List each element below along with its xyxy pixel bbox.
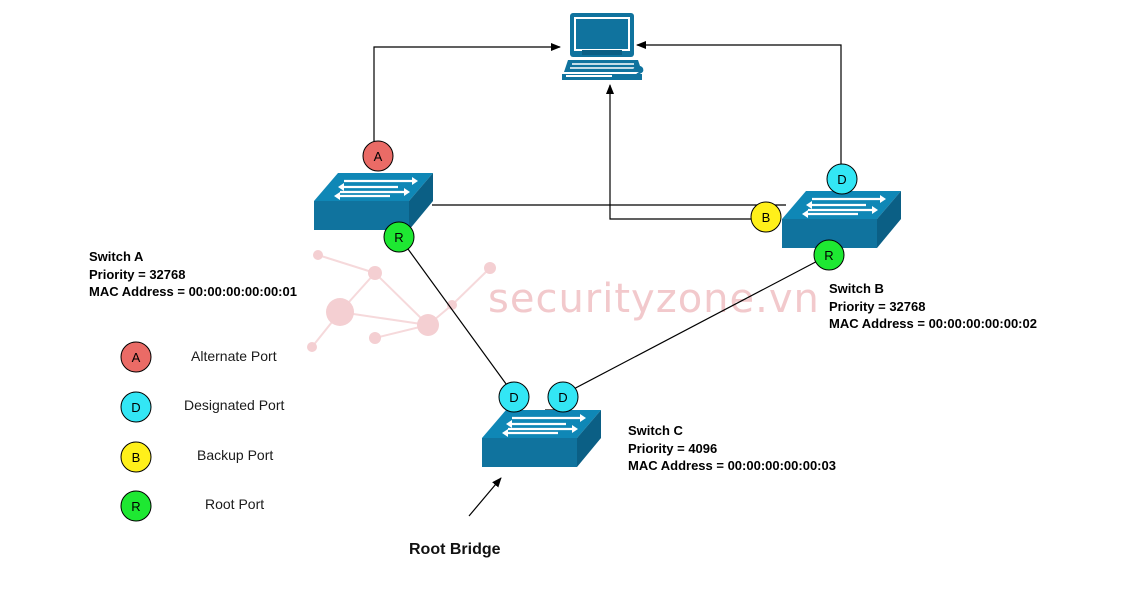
link-b-backup-to-computer (606, 84, 754, 220)
port-b-designated: D (826, 163, 858, 195)
svg-text:R: R (394, 230, 403, 245)
switch-a-priority: Priority = 32768 (89, 266, 186, 282)
svg-text:R: R (131, 499, 140, 514)
svg-text:D: D (558, 390, 567, 405)
watermark-text: securityzone.vn (488, 276, 820, 322)
legend-designated-marker: D (120, 391, 152, 423)
port-b-backup: B (750, 201, 782, 233)
switch-c-mac: MAC Address = 00:00:00:00:00:03 (628, 458, 836, 473)
svg-text:A: A (132, 350, 141, 365)
svg-text:B: B (132, 450, 141, 465)
svg-text:R: R (824, 248, 833, 263)
root-bridge-arrow (468, 477, 502, 517)
switch-b-name: Switch B (829, 281, 884, 296)
switch-c-priority: Priority = 4096 (628, 440, 718, 456)
svg-text:B: B (762, 210, 771, 225)
computer-icon (562, 13, 642, 80)
link-b-to-c (565, 255, 828, 394)
legend-root-label: Root Port (205, 496, 265, 512)
switch-c-icon (482, 410, 601, 467)
root-bridge-label: Root Bridge (409, 541, 501, 558)
question-mark: ? (630, 62, 645, 85)
link-a-to-c (399, 237, 510, 389)
port-b-root: R (813, 239, 845, 271)
legend-alternate-label: Alternate Port (191, 348, 277, 364)
switch-a-mac: MAC Address = 00:00:00:00:00:01 (89, 284, 297, 299)
port-a-alternate: A (362, 140, 394, 172)
switch-b-info: Switch B Priority = 32768 MAC Address = … (829, 280, 1037, 333)
svg-text:D: D (837, 172, 846, 187)
legend-alternate-marker: A (120, 341, 152, 373)
switch-c-name: Switch C (628, 423, 683, 438)
switch-a-info: Switch A Priority = 32768 MAC Address = … (89, 248, 297, 301)
legend-backup-label: Backup Port (197, 447, 274, 463)
port-c-designated-1: D (498, 381, 530, 413)
svg-text:A: A (374, 149, 383, 164)
switch-a-icon (314, 173, 433, 230)
connections (373, 41, 842, 517)
svg-text:D: D (509, 390, 518, 405)
switch-c-info: Switch C Priority = 4096 MAC Address = 0… (628, 422, 836, 475)
switch-a-name: Switch A (89, 249, 144, 264)
link-a-to-computer (373, 43, 561, 145)
port-a-root: R (383, 221, 415, 253)
switch-b-priority: Priority = 32768 (829, 298, 926, 314)
legend-backup-marker: B (120, 441, 152, 473)
switch-b-icon (782, 191, 901, 248)
port-c-designated-2: D (547, 381, 579, 413)
legend-designated-label: Designated Port (184, 397, 285, 413)
legend-root-marker: R (120, 490, 152, 522)
svg-text:D: D (131, 400, 140, 415)
switch-b-mac: MAC Address = 00:00:00:00:00:02 (829, 316, 1037, 331)
link-b-to-computer (636, 41, 842, 165)
